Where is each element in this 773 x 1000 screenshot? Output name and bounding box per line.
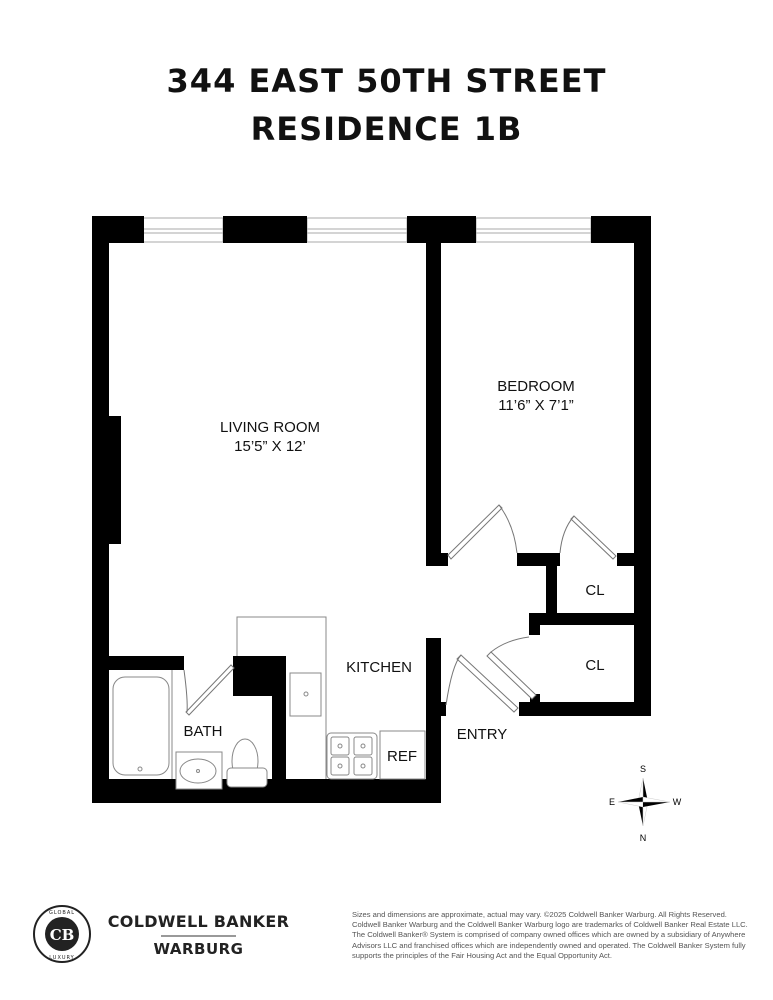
logo-ring-bottom: LUXURY bbox=[49, 955, 75, 961]
entry-label: ENTRY bbox=[457, 726, 508, 743]
tub-drain bbox=[137, 766, 143, 772]
bedroom-door-swing bbox=[498, 504, 518, 554]
brand-line-2: WARBURG bbox=[153, 940, 244, 958]
bedroom-door bbox=[447, 504, 503, 560]
compass-right-label: W bbox=[673, 797, 682, 807]
bath-label: BATH bbox=[184, 723, 223, 740]
brand-divider bbox=[161, 935, 236, 937]
global-luxury-logo-icon: CB GLOBAL LUXURY bbox=[33, 905, 91, 963]
fixtures bbox=[112, 616, 426, 790]
windows bbox=[142, 217, 592, 243]
walls bbox=[92, 216, 651, 803]
bedroom-label: BEDROOM bbox=[497, 378, 575, 395]
compass-top-label: S bbox=[640, 764, 646, 774]
bath-door bbox=[185, 664, 235, 716]
refrigerator bbox=[379, 730, 426, 780]
brand-line-1: COLDWELL BANKER bbox=[107, 912, 290, 931]
compass-icon: S N E W bbox=[609, 764, 682, 843]
page-title-residence: RESIDENCE 1B bbox=[250, 110, 523, 148]
closet-1-label: CL bbox=[585, 582, 604, 599]
closet-door-1 bbox=[570, 515, 617, 560]
compass-left-label: E bbox=[609, 797, 615, 807]
entry-door-right bbox=[486, 651, 537, 700]
bathtub bbox=[112, 676, 170, 776]
bedroom-dimensions: 11’6” X 7’1” bbox=[498, 397, 574, 414]
legal-disclaimer: Sizes and dimensions are approximate, ac… bbox=[352, 910, 748, 960]
logo-ring-top: GLOBAL bbox=[49, 910, 75, 916]
closet-2-label: CL bbox=[585, 657, 604, 674]
room-labels: LIVING ROOM 15’5” X 12’ BEDROOM 11’6” X … bbox=[184, 378, 605, 765]
kitchen-label: KITCHEN bbox=[346, 659, 412, 676]
living-room-label: LIVING ROOM bbox=[220, 419, 320, 436]
page-title-address: 344 EAST 50TH STREET bbox=[166, 62, 607, 100]
doors bbox=[183, 504, 617, 716]
kitchen-counter bbox=[236, 616, 327, 779]
toilet-tank bbox=[226, 767, 268, 788]
brand-wordmark: COLDWELL BANKER WARBURG bbox=[106, 912, 291, 958]
compass-bottom-label: N bbox=[640, 833, 647, 843]
entry-door-left bbox=[456, 654, 519, 713]
refrigerator-label: REF bbox=[387, 748, 417, 765]
living-room-dimensions: 15’5” X 12’ bbox=[234, 438, 306, 455]
logo-monogram: CB bbox=[50, 926, 75, 944]
